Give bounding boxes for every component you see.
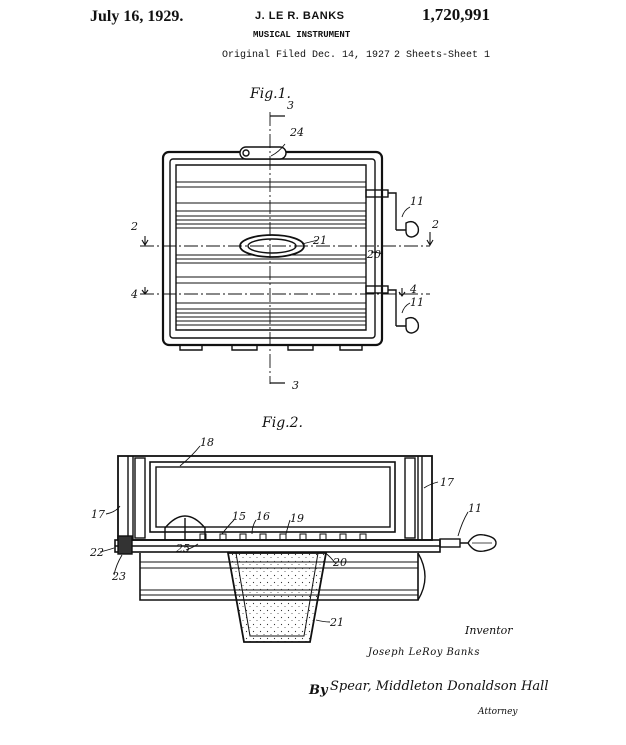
sheet-count: 2 Sheets-Sheet 1 <box>394 50 491 61</box>
patent-number: 1,720,991 <box>422 5 490 24</box>
ref-20: 20 <box>366 248 381 261</box>
fig1-section-mark-left-2: 2 <box>130 220 138 233</box>
inventor-header: J. LE R. BANKS <box>255 10 345 22</box>
ref-21: 21 <box>312 234 327 247</box>
attorney-label: Attorney <box>477 707 518 717</box>
ref-18: 18 <box>200 436 214 449</box>
attorney-signature: Spear, Middleton Donaldson Hall <box>330 679 549 694</box>
figure-2: Fig.2. <box>89 415 497 643</box>
ref-16: 16 <box>256 510 270 523</box>
fig1-section-mark-right-2: 2 <box>431 218 439 231</box>
fig1-section-mark-top: 3 <box>287 99 294 112</box>
filed-date: Original Filed Dec. 14, 1927 <box>222 50 391 61</box>
ref-24: 24 <box>289 126 304 139</box>
ref-22: 22 <box>89 546 104 559</box>
signature-block: Inventor Joseph LeRoy Banks By Spear, Mi… <box>308 624 549 717</box>
ref-17-right: 17 <box>440 476 454 489</box>
ref-20-fig2: 20 <box>332 556 347 569</box>
figure-1: Fig.1. <box>130 86 439 392</box>
ref-23: 23 <box>111 570 126 583</box>
fig2-label: Fig.2. <box>261 415 303 431</box>
ref-11-upper: 11 <box>410 195 424 208</box>
ref-21-fig2: 21 <box>329 616 344 629</box>
ref-11-fig2: 11 <box>468 502 482 515</box>
fig1-section-mark-left-4: 4 <box>130 288 138 301</box>
ref-25: 25 <box>175 542 190 555</box>
patent-date: July 16, 1929. <box>90 8 184 25</box>
inventor-signature-name: Joseph LeRoy Banks <box>366 647 480 658</box>
by-label: By <box>308 683 329 698</box>
ref-19: 19 <box>290 512 304 525</box>
ref-11-lower: 11 <box>410 296 424 309</box>
patent-title: MUSICAL INSTRUMENT <box>253 30 351 40</box>
ref-17-left: 17 <box>91 508 105 521</box>
fig1-label: Fig.1. <box>249 86 291 102</box>
ref-15: 15 <box>232 510 246 523</box>
fig1-section-mark-bottom: 3 <box>292 379 299 392</box>
inventor-label: Inventor <box>464 624 513 637</box>
fig1-section-mark-right-4: 4 <box>409 283 417 296</box>
